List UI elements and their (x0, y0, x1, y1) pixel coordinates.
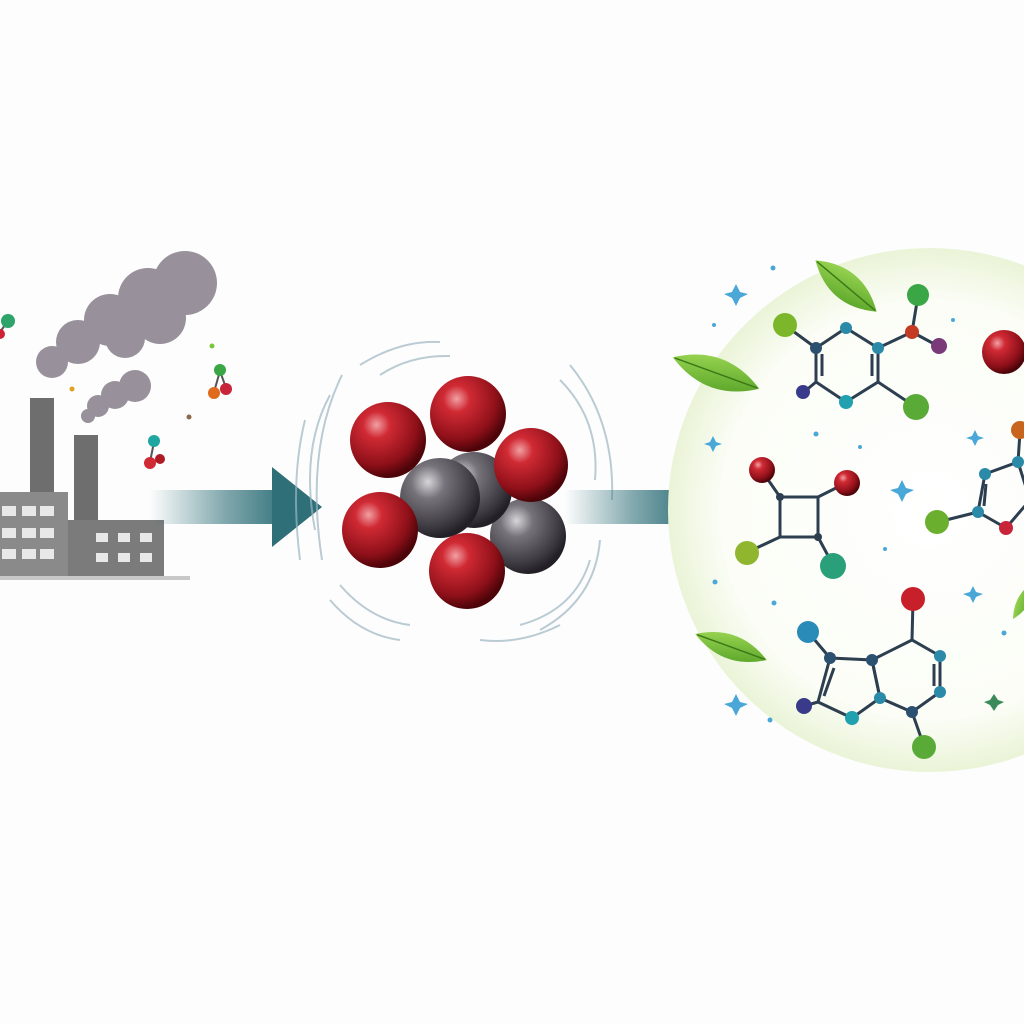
factory-window (40, 528, 54, 538)
molecule-fused-rings-atoms (796, 587, 946, 759)
smoke-cloud-small (81, 370, 151, 423)
factory-window (140, 553, 152, 562)
red-atom (429, 533, 505, 609)
factory-windows (2, 506, 152, 562)
molecule-hexagon-top-atoms (773, 284, 947, 420)
molecule-square-atoms (735, 457, 860, 579)
factory-window (2, 528, 16, 538)
factory-window (96, 553, 108, 562)
factory-window (22, 549, 36, 559)
smoke-cloud (36, 251, 217, 378)
leaf-icons (672, 260, 1024, 663)
molecule-cluster-icon (295, 340, 614, 642)
factory-building (0, 398, 190, 580)
factory-icon (0, 251, 232, 580)
factory-window (22, 528, 36, 538)
factory-window (22, 506, 36, 516)
pollutant-molecules (0, 314, 232, 469)
green-chemistry-icon (668, 248, 1024, 772)
red-atom (430, 376, 506, 452)
factory-window (118, 553, 130, 562)
vibration-rings (295, 340, 614, 642)
sparkle-decorations (704, 265, 1007, 723)
factory-window (140, 533, 152, 542)
cluster-atoms (342, 376, 568, 609)
molecule-right-atoms (925, 330, 1024, 535)
factory-window (2, 506, 16, 516)
factory-window (2, 549, 16, 559)
gray-atom (400, 458, 480, 538)
factory-window (40, 549, 54, 559)
factory-window (40, 506, 54, 516)
red-atom (494, 428, 568, 502)
green-glow (668, 248, 1024, 772)
factory-window (96, 533, 108, 542)
factory-window (118, 533, 130, 542)
red-atom (342, 492, 418, 568)
gray-atom (490, 498, 566, 574)
red-atom (350, 402, 426, 478)
